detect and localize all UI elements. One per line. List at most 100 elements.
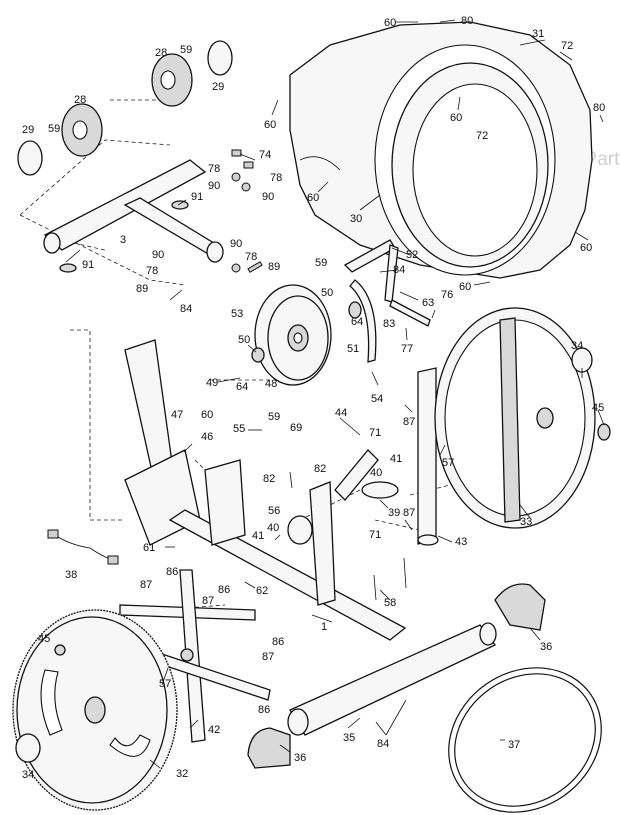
callout-46: 46: [201, 431, 213, 443]
callout-82: 82: [314, 463, 326, 475]
callout-59: 59: [315, 257, 327, 269]
main-frame: [124, 339, 407, 641]
callout-29: 29: [22, 124, 34, 136]
flywheel-disc: [434, 307, 611, 529]
callout-29: 29: [212, 81, 224, 93]
callout-48: 48: [265, 378, 277, 390]
callout-60: 60: [580, 242, 592, 254]
callout-31: 31: [532, 28, 544, 40]
callout-35: 35: [343, 732, 355, 744]
callout-86: 86: [166, 566, 178, 578]
callout-60: 60: [201, 409, 213, 421]
callout-40: 40: [267, 522, 279, 534]
callout-32: 32: [176, 768, 188, 780]
callout-50: 50: [321, 287, 333, 299]
callout-90: 90: [230, 238, 242, 250]
hardware-cluster-upper: [231, 149, 263, 273]
callout-84: 84: [180, 303, 192, 315]
rear-stabilizer: [247, 583, 546, 769]
callout-78: 78: [245, 251, 257, 263]
callout-76: 76: [441, 289, 453, 301]
drive-belt: [448, 667, 602, 813]
callout-28: 28: [155, 47, 167, 59]
callout-87: 87: [403, 416, 415, 428]
callout-89: 89: [136, 283, 148, 295]
callout-90: 90: [262, 191, 274, 203]
callout-59: 59: [180, 44, 192, 56]
callout-82: 82: [263, 473, 275, 485]
callout-72: 72: [476, 130, 488, 142]
callout-80: 80: [461, 15, 473, 27]
callout-54: 54: [371, 393, 383, 405]
callout-71: 71: [369, 427, 381, 439]
callout-86: 86: [218, 584, 230, 596]
callout-90: 90: [152, 249, 164, 261]
callout-1: 1: [321, 621, 327, 633]
callout-89: 89: [268, 261, 280, 273]
callout-60: 60: [264, 119, 276, 131]
callout-labels: 60 80 31 72 80 60 60 72 60 30 60 60 28 5…: [22, 15, 605, 781]
callout-40: 40: [370, 467, 382, 479]
callout-84: 84: [377, 738, 389, 750]
callout-52: 52: [406, 249, 418, 261]
callout-84: 84: [393, 264, 405, 276]
callout-64: 64: [351, 316, 363, 328]
callout-3: 3: [120, 234, 126, 246]
callout-41: 41: [252, 530, 264, 542]
callout-78: 78: [146, 265, 158, 277]
pulley-wheel: [251, 284, 362, 386]
callout-90: 90: [208, 180, 220, 192]
callout-37: 37: [508, 739, 520, 751]
crank-and-brake-arm: [343, 239, 431, 363]
callout-61: 61: [143, 542, 155, 554]
callout-42: 42: [208, 724, 220, 736]
callout-36: 36: [540, 641, 552, 653]
front-wheel-cover-assembly: [17, 40, 233, 176]
callout-55: 55: [233, 423, 245, 435]
callout-64: 64: [236, 381, 248, 393]
callout-56: 56: [268, 505, 280, 517]
callout-30: 30: [350, 213, 362, 225]
callout-63: 63: [422, 297, 434, 309]
rear-geared-wheel: [12, 609, 178, 811]
callout-28: 28: [74, 94, 86, 106]
callout-87: 87: [202, 595, 214, 607]
callout-71: 71: [369, 529, 381, 541]
callout-78: 78: [270, 172, 282, 184]
callout-69: 69: [290, 422, 302, 434]
callout-36: 36: [294, 752, 306, 764]
carriage-bolts: [373, 557, 407, 601]
callout-86: 86: [272, 636, 284, 648]
callout-87: 87: [140, 579, 152, 591]
callout-91: 91: [82, 259, 94, 271]
callout-74: 74: [259, 149, 271, 161]
callout-41: 41: [390, 453, 402, 465]
front-stabilizer: [43, 159, 224, 273]
callout-57: 57: [159, 678, 171, 690]
callout-83: 83: [383, 318, 395, 330]
wire-harness: [47, 529, 119, 565]
callout-87: 87: [403, 507, 415, 519]
callout-49: 49: [206, 377, 218, 389]
callout-leaders: [65, 19, 605, 769]
callout-77: 77: [401, 343, 413, 355]
callout-33: 33: [520, 516, 532, 528]
callout-51: 51: [347, 343, 359, 355]
shroud-housing: [289, 21, 593, 279]
callout-58: 58: [384, 597, 396, 609]
callout-60: 60: [384, 17, 396, 29]
callout-59: 59: [48, 123, 60, 135]
callout-57: 57: [442, 457, 454, 469]
callout-34: 34: [22, 769, 34, 781]
callout-91: 91: [191, 191, 203, 203]
callout-59: 59: [268, 411, 280, 423]
callout-53: 53: [231, 308, 243, 320]
callout-47: 47: [171, 409, 183, 421]
callout-86: 86: [258, 704, 270, 716]
callout-38: 38: [65, 569, 77, 581]
callout-72: 72: [561, 40, 573, 52]
callout-50: 50: [238, 334, 250, 346]
callout-60: 60: [307, 192, 319, 204]
callout-34: 34: [571, 340, 583, 352]
